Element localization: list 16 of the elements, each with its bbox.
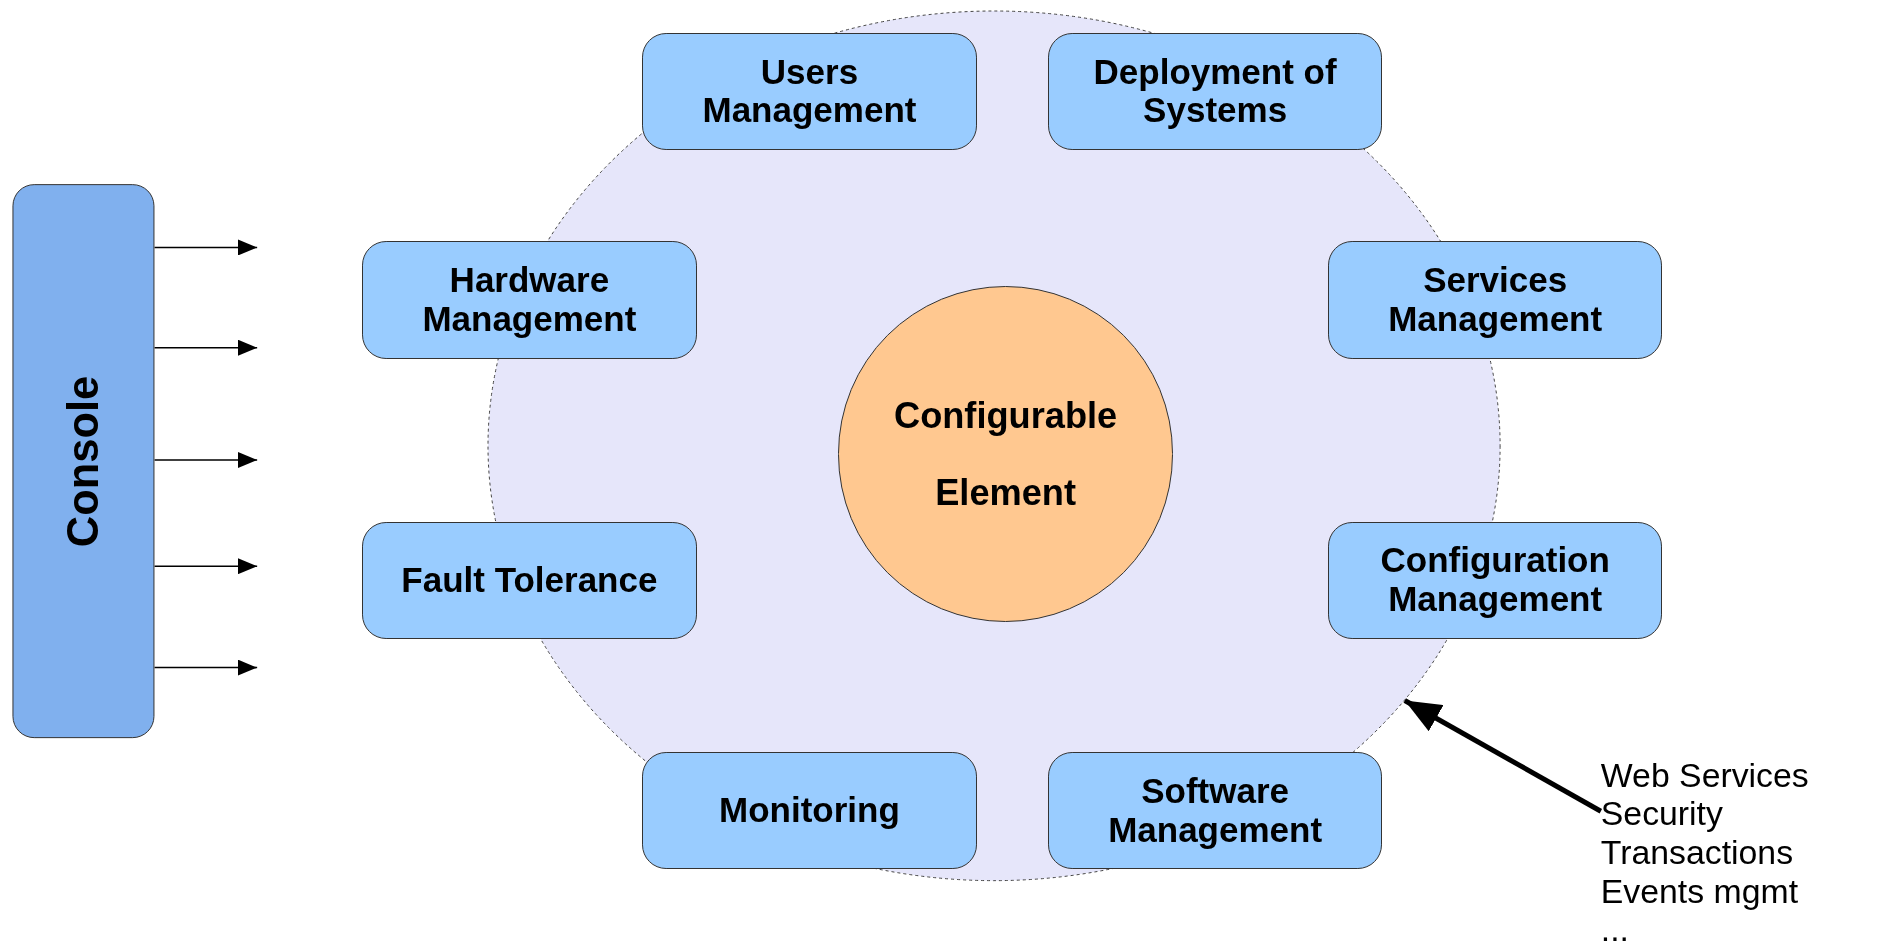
list-item: Security — [1600, 794, 1723, 833]
arrow — [153, 558, 258, 575]
arrow — [153, 239, 258, 256]
module-box: Hardware Management — [362, 241, 697, 359]
list-item: ... — [1600, 910, 1629, 949]
module-box: Services Management — [1328, 241, 1663, 359]
arrow — [153, 339, 258, 356]
arrow — [1403, 698, 1603, 814]
list-item: Web Services — [1600, 755, 1809, 795]
list-item: Events mgmt — [1600, 871, 1799, 911]
module-box: Fault Tolerance — [362, 521, 697, 639]
module-box: Configuration Management — [1328, 521, 1663, 639]
arrow — [153, 451, 258, 468]
console-bar: Console — [12, 183, 155, 738]
list-item: Transactions — [1600, 833, 1794, 872]
arrow — [153, 659, 258, 676]
